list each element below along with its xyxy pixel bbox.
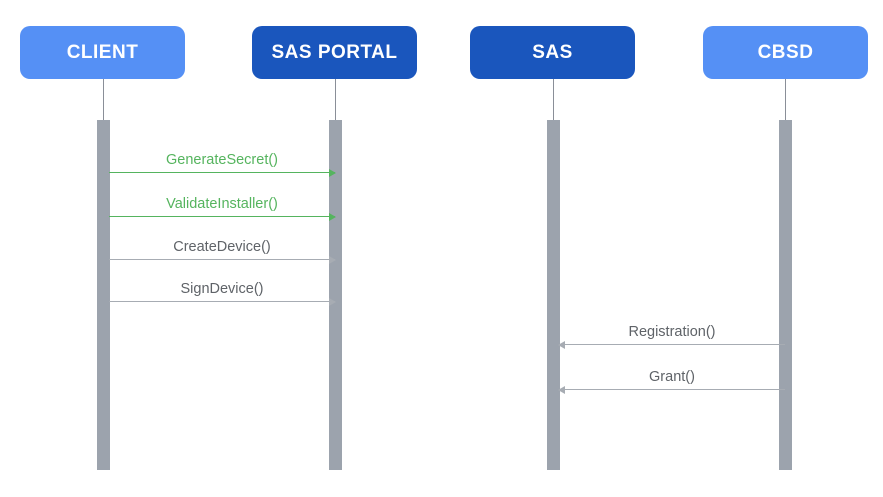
message-sign-device[interactable]: SignDevice()	[109, 281, 336, 306]
lifeline-cbsd	[785, 79, 786, 120]
message-line-validate-installer	[109, 216, 335, 217]
arrowhead-icon-validate-installer	[329, 212, 336, 221]
actor-label-sas: SAS	[532, 41, 573, 63]
actor-box-sas[interactable]: SAS	[470, 26, 635, 79]
activation-bar-cbsd	[779, 120, 792, 470]
message-line-sign-device	[109, 301, 335, 302]
activation-bar-client	[97, 120, 110, 470]
message-label-create-device: CreateDevice()	[173, 239, 271, 256]
arrowhead-icon-grant	[558, 385, 565, 394]
message-line-registration	[559, 344, 785, 345]
message-label-generate-secret: GenerateSecret()	[165, 152, 279, 169]
arrowhead-icon-registration	[558, 340, 565, 349]
message-line-generate-secret	[109, 172, 335, 173]
message-line-grant	[559, 389, 785, 390]
message-validate-installer[interactable]: ValidateInstaller()	[109, 196, 336, 221]
activation-bar-sas	[547, 120, 560, 470]
lifeline-sas	[553, 79, 554, 120]
activation-bar-sas-portal	[329, 120, 342, 470]
message-label-grant: Grant()	[649, 369, 695, 386]
message-label-validate-installer: ValidateInstaller()	[166, 196, 278, 213]
actor-label-cbsd: CBSD	[757, 41, 814, 63]
actor-label-sas-portal: SAS PORTAL	[271, 41, 398, 63]
actor-box-sas-portal[interactable]: SAS PORTAL	[252, 26, 417, 79]
message-line-create-device	[109, 259, 335, 260]
arrowhead-icon-sign-device	[329, 297, 336, 306]
message-create-device[interactable]: CreateDevice()	[109, 239, 336, 264]
arrowhead-icon-create-device	[329, 255, 336, 264]
actor-box-client[interactable]: CLIENT	[20, 26, 185, 79]
message-registration[interactable]: Registration()	[558, 324, 785, 349]
lifeline-client	[103, 79, 104, 120]
message-grant[interactable]: Grant()	[558, 369, 785, 394]
message-label-sign-device: SignDevice()	[180, 281, 264, 298]
message-generate-secret[interactable]: GenerateSecret()	[109, 152, 336, 177]
message-label-registration: Registration()	[628, 324, 716, 341]
actor-label-client: CLIENT	[66, 41, 139, 63]
actor-box-cbsd[interactable]: CBSD	[703, 26, 868, 79]
arrowhead-icon-generate-secret	[329, 168, 336, 177]
lifeline-sas-portal	[335, 79, 336, 120]
